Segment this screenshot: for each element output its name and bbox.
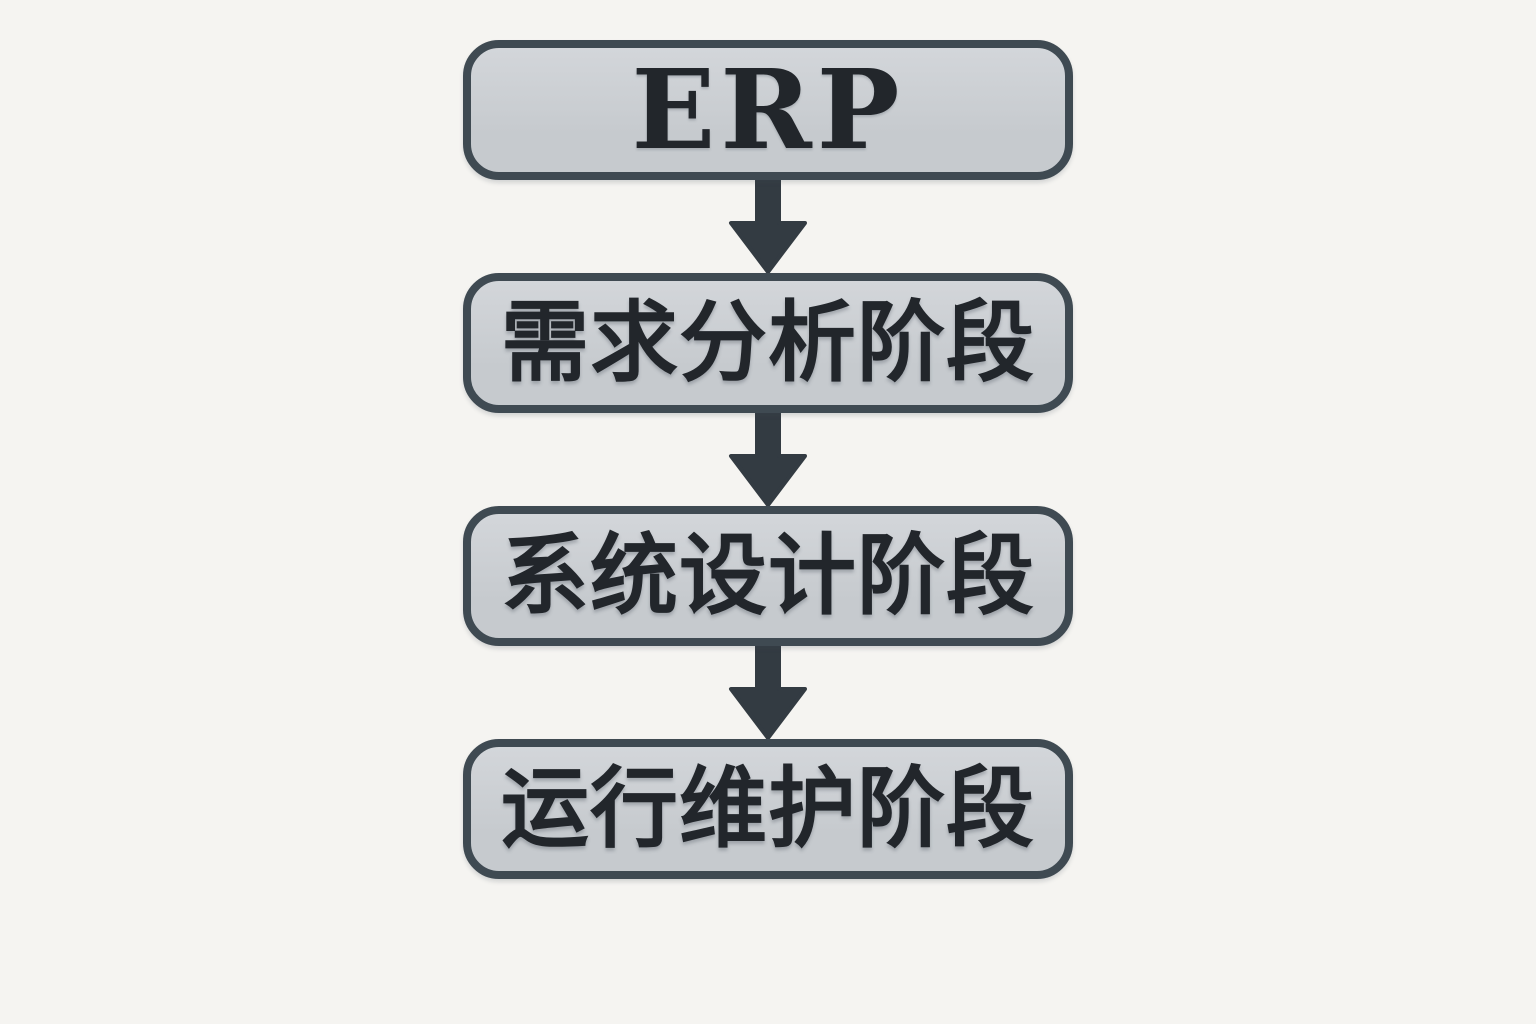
arrow-down-icon: [727, 644, 809, 741]
flow-node-erp: ERP: [463, 40, 1073, 180]
arrow-down-icon: [727, 411, 809, 508]
flow-node-system-design-label: 系统设计阶段: [500, 526, 1035, 625]
flow-node-requirements-analysis: 需求分析阶段: [463, 273, 1073, 413]
flow-node-operation-maintenance-label: 运行维护阶段: [500, 759, 1035, 858]
flow-node-erp-label: ERP: [631, 45, 905, 174]
flow-node-requirements-analysis-label: 需求分析阶段: [500, 293, 1035, 392]
flow-node-operation-maintenance: 运行维护阶段: [463, 739, 1073, 879]
flow-node-system-design: 系统设计阶段: [463, 506, 1073, 646]
arrow-down-icon: [727, 178, 809, 275]
